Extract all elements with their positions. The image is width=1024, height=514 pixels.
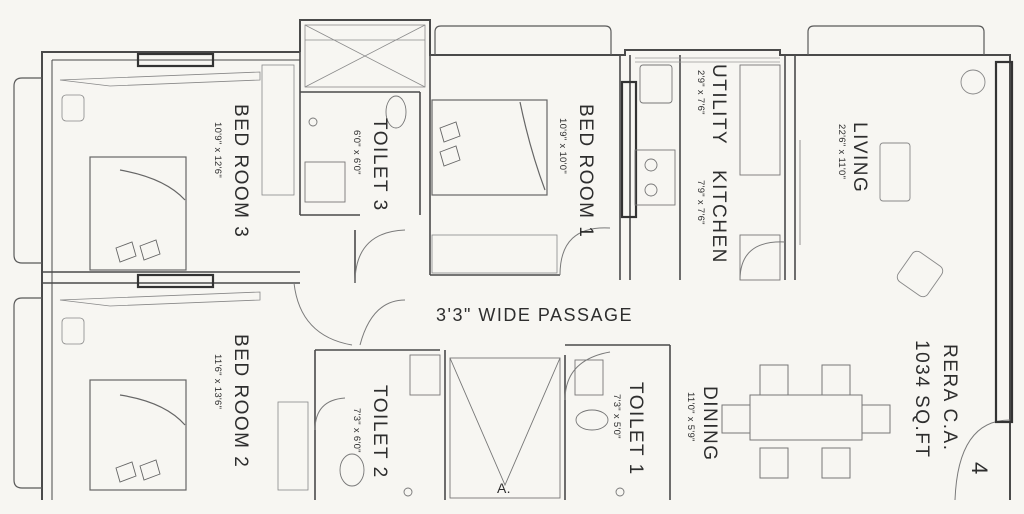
room-dims-toilet-3: 6'0" x 6'0" (351, 130, 362, 175)
rera-label: RERA C.A. (939, 344, 960, 452)
room-dims-living: 22'6" x 11'0" (836, 124, 847, 180)
balcony-bedroom-3 (13, 77, 42, 264)
room-label-kitchen: KITCHEN (708, 170, 729, 264)
room-dims-toilet-2: 7'3" x 6'0" (351, 408, 362, 453)
passage-label: 3'3" WIDE PASSAGE (436, 305, 634, 325)
room-label-bed-room-1: BED ROOM 1 (575, 104, 596, 239)
lift-label: A. (497, 480, 511, 496)
window-living (994, 60, 1014, 424)
kitchen-fixtures (634, 64, 781, 281)
room-dims-kitchen: 7'9" x 7'6" (695, 180, 706, 225)
room-dims-bed-room-2: 11'6" x 13'6" (212, 354, 223, 410)
room-label-living: LIVING (849, 122, 870, 194)
room-dims-toilet-1: 7'3" x 5'0" (611, 394, 622, 439)
pillows (115, 121, 461, 483)
room-label-dining: DINING (699, 386, 720, 462)
balcony-living (807, 25, 985, 55)
bed-bedroom-2 (89, 379, 187, 491)
toilet-fixtures (304, 95, 625, 497)
room-label-utility: UTILITY (708, 64, 729, 146)
window-bedroom-1 (620, 80, 638, 219)
window-bedroom-2 (136, 273, 215, 289)
room-label-toilet-3: TOILET 3 (369, 118, 390, 212)
room-dims-dining: 11'0" x 5'9" (685, 392, 696, 442)
outer-walls (41, 19, 1011, 500)
room-dims-bed-room-1: 10'9" x 10'0" (557, 118, 568, 175)
room-label-toilet-2: TOILET 2 (369, 385, 390, 479)
room-label-toilet-1: TOILET 1 (625, 382, 646, 476)
room-label-bed-room-3: BED ROOM 3 (230, 104, 251, 239)
bed-bedroom-1 (431, 99, 548, 196)
dining-table (721, 364, 891, 479)
duct-shaft (304, 24, 426, 88)
window-bedroom-3 (136, 52, 215, 68)
balcony-bedroom-2 (13, 297, 42, 489)
rera-area: 1034 SQ.FT (911, 340, 932, 459)
utility-railing (635, 57, 780, 63)
unit-number: 4 (967, 462, 992, 475)
door-swings (293, 227, 1011, 501)
room-dims-bed-room-3: 10'9" x 12'6" (212, 122, 223, 179)
room-label-bed-room-2: BED ROOM 2 (230, 334, 251, 469)
living-furniture (799, 69, 986, 298)
bed-bedroom-3 (89, 156, 187, 271)
balcony-bedroom-1 (434, 25, 612, 55)
room-dims-utility: 2'9" x 7'6" (695, 70, 706, 115)
lift-shaft (449, 357, 561, 499)
desks (59, 71, 261, 345)
wardrobes (261, 64, 558, 491)
